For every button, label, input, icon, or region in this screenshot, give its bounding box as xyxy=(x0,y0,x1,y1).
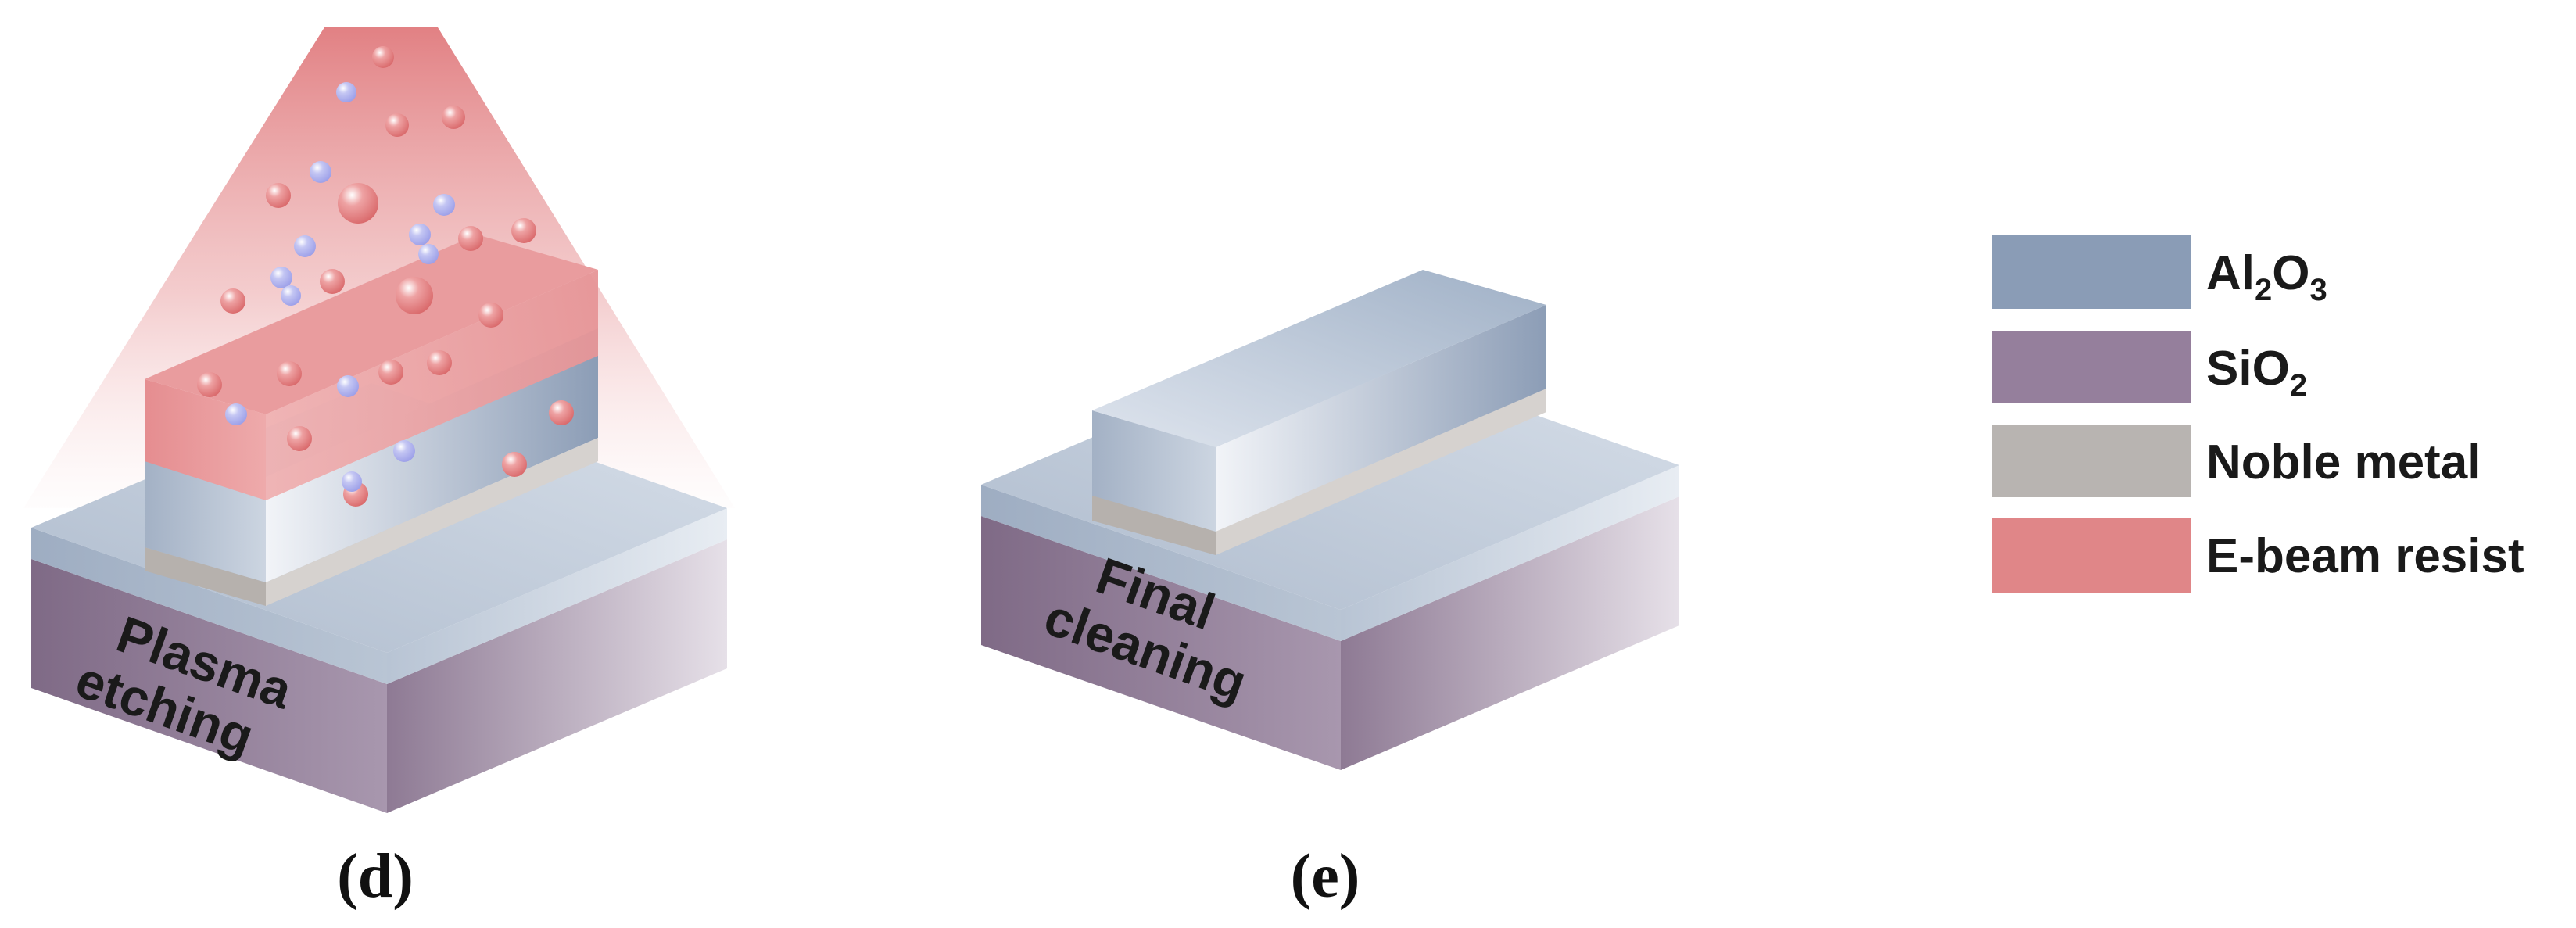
legend-label-noble-metal: Noble metal xyxy=(2206,435,2481,489)
ridge-e xyxy=(1092,270,1546,555)
substrate-sio2-e xyxy=(981,496,1679,770)
panel-d: Plasma etching (d) xyxy=(23,27,735,911)
substrate-sio2-d xyxy=(31,539,727,813)
panel-e: Final cleaning (e) xyxy=(981,270,1679,911)
legend-label-sio2: SiO2 xyxy=(2206,342,2307,403)
legend-label-e-beam-resist: E-beam resist xyxy=(2206,529,2524,583)
legend-swatch-al2o3 xyxy=(1992,235,2191,309)
resist-d xyxy=(145,235,598,500)
legend-item-al2o3: Al2O3 xyxy=(1992,235,2327,309)
legend-item-noble-metal: Noble metal xyxy=(1992,425,2481,497)
legend-swatch-sio2 xyxy=(1992,331,2191,403)
legend-item-sio2: SiO2 xyxy=(1992,331,2307,403)
plasma-ions xyxy=(197,46,574,507)
legend-label-al2o3: Al2O3 xyxy=(2206,246,2327,307)
panel-label-d: (d) xyxy=(337,842,414,911)
legend-swatch-noble-metal xyxy=(1992,425,2191,497)
legend: Al2O3 SiO2 Noble metal E-beam resist xyxy=(1992,235,2524,593)
legend-swatch-e-beam-resist xyxy=(1992,518,2191,593)
legend-item-e-beam-resist: E-beam resist xyxy=(1992,518,2524,593)
panel-label-e: (e) xyxy=(1291,842,1360,911)
